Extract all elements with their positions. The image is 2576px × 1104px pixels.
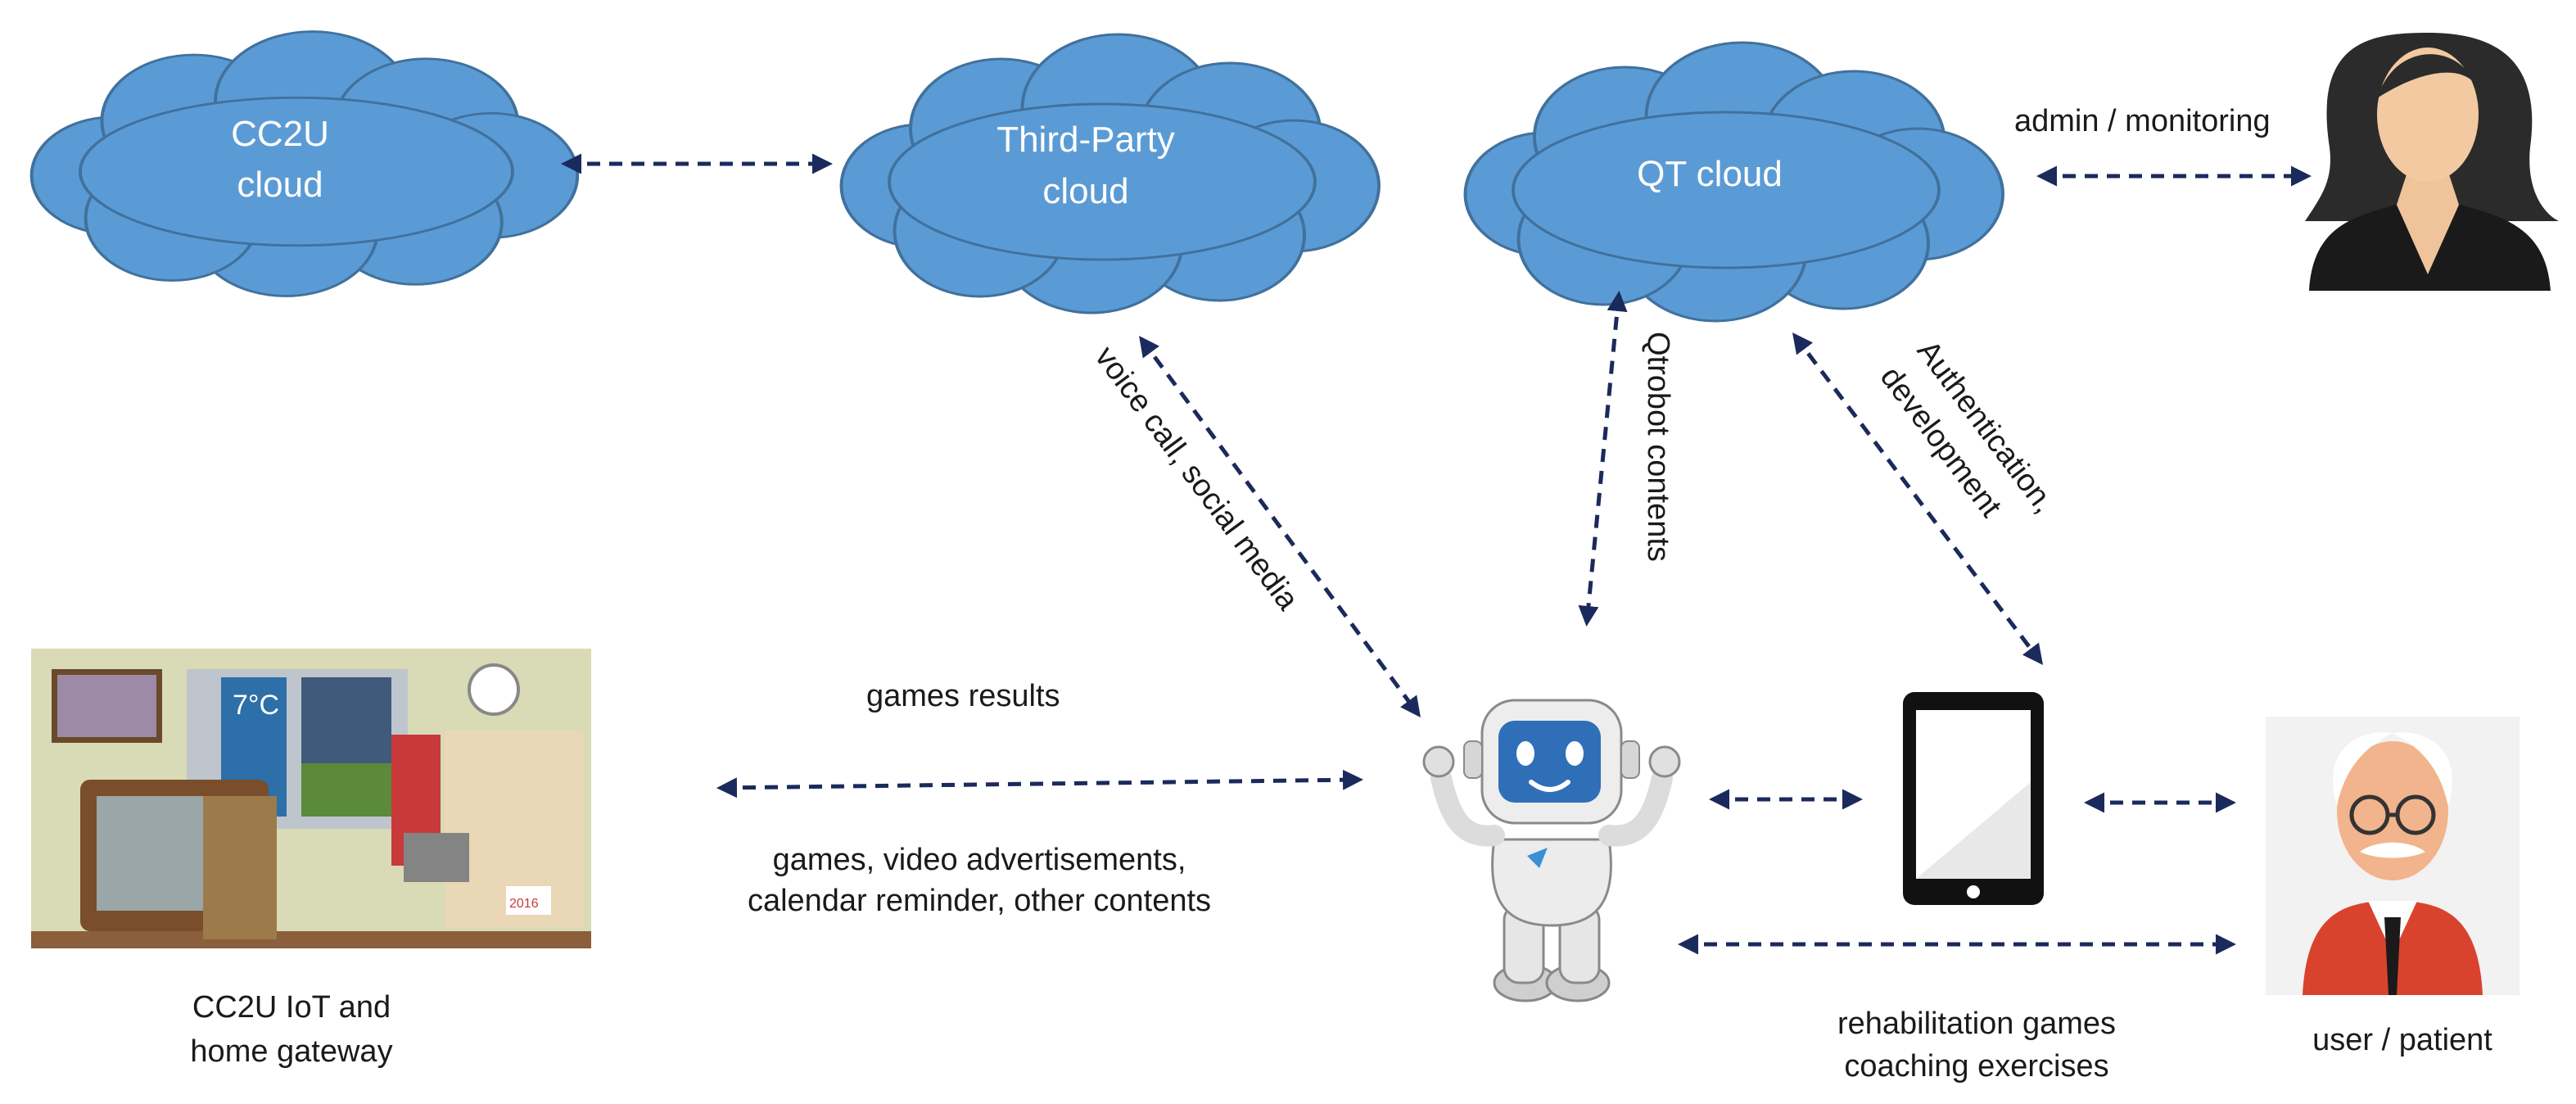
gateway-robot-arrow <box>716 769 1363 799</box>
qt-tablet-arrow <box>1792 333 2044 665</box>
robot-icon <box>1422 699 1681 1002</box>
games-videos-label: games, video advertisements, <box>773 843 1186 877</box>
gateway-screenshot: 7°C 2016 <box>31 649 591 948</box>
qt-cloud-label: QT cloud <box>1637 154 1783 194</box>
rehab-label-line2: coaching exercises <box>1844 1049 2108 1084</box>
tablet-icon <box>1903 692 2044 905</box>
gateway-label-line1: CC2U IoT and <box>192 990 391 1025</box>
rehab-label-line1: rehabilitation games <box>1837 1007 2116 1041</box>
patient-avatar-icon <box>2266 717 2520 995</box>
qtrobot-contents-label: Qtrobot contents <box>1641 332 1675 562</box>
voice-call-label: voice call, social media <box>1088 340 1305 617</box>
cc2u-cloud-line1: CC2U <box>231 114 329 154</box>
third-party-cloud-line2: cloud <box>1042 171 1128 211</box>
third-party-cloud-line1: Third-Party <box>997 120 1175 160</box>
cc2u-cloud <box>29 29 580 298</box>
gateway-label-line2: home gateway <box>190 1034 392 1069</box>
qt-robot-arrow <box>1578 291 1628 627</box>
calendar-label: calendar reminder, other contents <box>748 884 1211 918</box>
admin-avatar-icon <box>2305 33 2559 291</box>
user-patient-label: user / patient <box>2312 1023 2492 1057</box>
gateway-year: 2016 <box>509 897 539 911</box>
cc2u-cloud-line2: cloud <box>237 165 323 205</box>
games-results-label: games results <box>866 679 1060 713</box>
thirdparty-robot-arrow <box>1139 335 1421 718</box>
gateway-temperature: 7°C <box>233 690 279 721</box>
admin-monitoring-label: admin / monitoring <box>2014 104 2271 138</box>
